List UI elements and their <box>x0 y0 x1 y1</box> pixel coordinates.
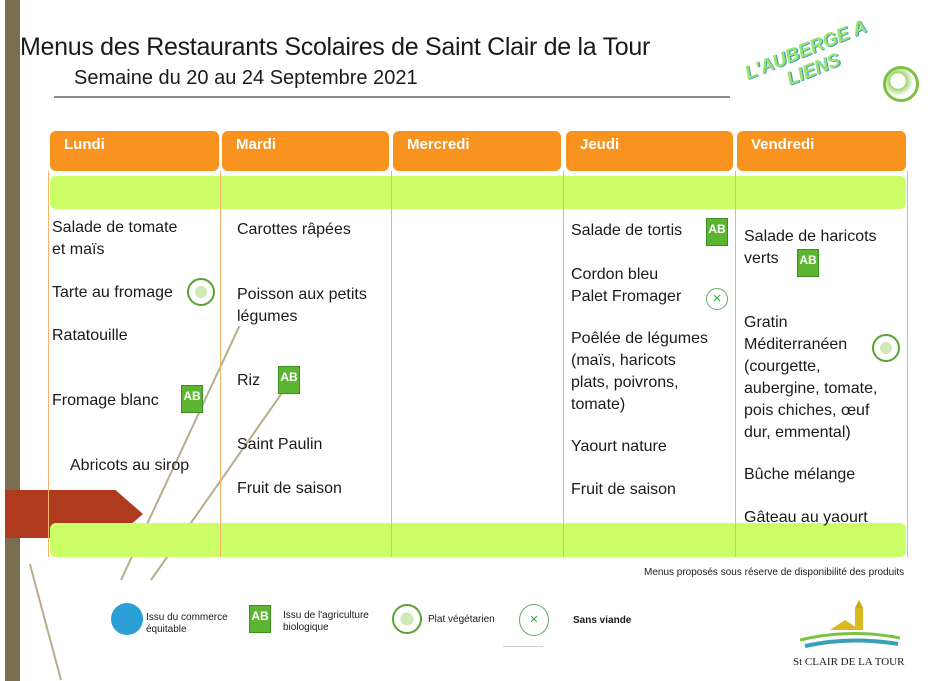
menu-item: Poêlée de légumes (maïs, haricots plats,… <box>571 330 708 413</box>
column-divider <box>220 171 221 557</box>
green-band-bottom <box>50 523 906 557</box>
menu-item: Abricots au sirop <box>70 457 190 474</box>
vegetarian-icon <box>872 334 900 362</box>
town-logo-text: St CLAIR DE LA TOUR <box>793 656 905 668</box>
menu-item: Carottes râpées <box>237 221 351 238</box>
day-header-jeudi: Jeudi <box>566 131 733 171</box>
legend-organic: Issu de l'agriculture biologique <box>283 610 369 633</box>
menu-item: Fruit de saison <box>237 480 342 497</box>
day-header-mercredi: Mercredi <box>393 131 561 171</box>
day-header-lundi: Lundi <box>50 131 219 171</box>
organic-ab-icon: AB <box>278 366 300 394</box>
menu-item: Salade de haricots verts <box>744 228 877 267</box>
legend-vegetarian: Plat végétarien <box>428 614 495 625</box>
menu-item: Palet Fromager <box>571 288 682 305</box>
left-decorative-bar <box>5 0 20 681</box>
page-subtitle: Semaine du 20 au 24 Septembre 2021 <box>74 67 418 89</box>
column-divider <box>391 171 392 557</box>
menu-item: Fruit de saison <box>571 481 676 498</box>
vegetarian-icon <box>187 278 215 306</box>
menu-item: Saint Paulin <box>237 436 323 453</box>
legend-divider <box>503 646 543 647</box>
globe-icon <box>883 66 919 102</box>
no-meat-icon: ✕ <box>706 288 728 310</box>
column-divider <box>735 171 736 557</box>
no-meat-icon: ✕ <box>519 604 549 636</box>
menu-item: Gratin Méditerranéen (courgette, aubergi… <box>744 314 878 441</box>
organic-ab-icon: AB <box>706 218 728 246</box>
column-divider <box>563 171 564 557</box>
green-band-top <box>50 176 906 209</box>
menu-item: Poisson aux petits légumes <box>237 286 367 325</box>
legend-no-meat: Sans viande <box>573 615 632 626</box>
church-logo-icon <box>800 600 900 648</box>
day-header-vendredi: Vendredi <box>737 131 906 171</box>
day-header-mardi: Mardi <box>222 131 389 171</box>
decorative-stem <box>28 563 62 681</box>
page-title: Menus des Restaurants Scolaires de Saint… <box>20 33 650 61</box>
auberge-logo: L'AUBERGE A LIENS <box>741 16 870 90</box>
menu-item: Yaourt nature <box>571 438 667 455</box>
menu-item: Salade de tortis <box>571 222 683 239</box>
organic-ab-icon: AB <box>249 605 271 633</box>
organic-ab-icon: AB <box>797 249 819 277</box>
column-divider <box>48 171 49 557</box>
menu-item: Ratatouille <box>52 327 128 344</box>
legend-fair-trade: Issu du commerce équitable <box>146 612 228 635</box>
title-divider <box>54 96 730 98</box>
menu-item: Gâteau au yaourt <box>744 509 868 526</box>
menu-item: Tarte au fromage <box>52 284 173 301</box>
menu-item: Bûche mélange <box>744 466 856 483</box>
vegetarian-icon <box>392 604 422 634</box>
menu-item: Cordon bleu <box>571 266 659 283</box>
menu-item: Fromage blanc <box>52 392 159 409</box>
menu-item: Salade de tomate et maïs <box>52 219 178 258</box>
organic-ab-icon: AB <box>181 385 203 413</box>
fair-trade-icon <box>111 603 143 635</box>
column-divider <box>907 171 908 557</box>
menu-item: Riz <box>237 372 261 389</box>
availability-note: Menus proposés sous réserve de disponibi… <box>644 567 905 578</box>
